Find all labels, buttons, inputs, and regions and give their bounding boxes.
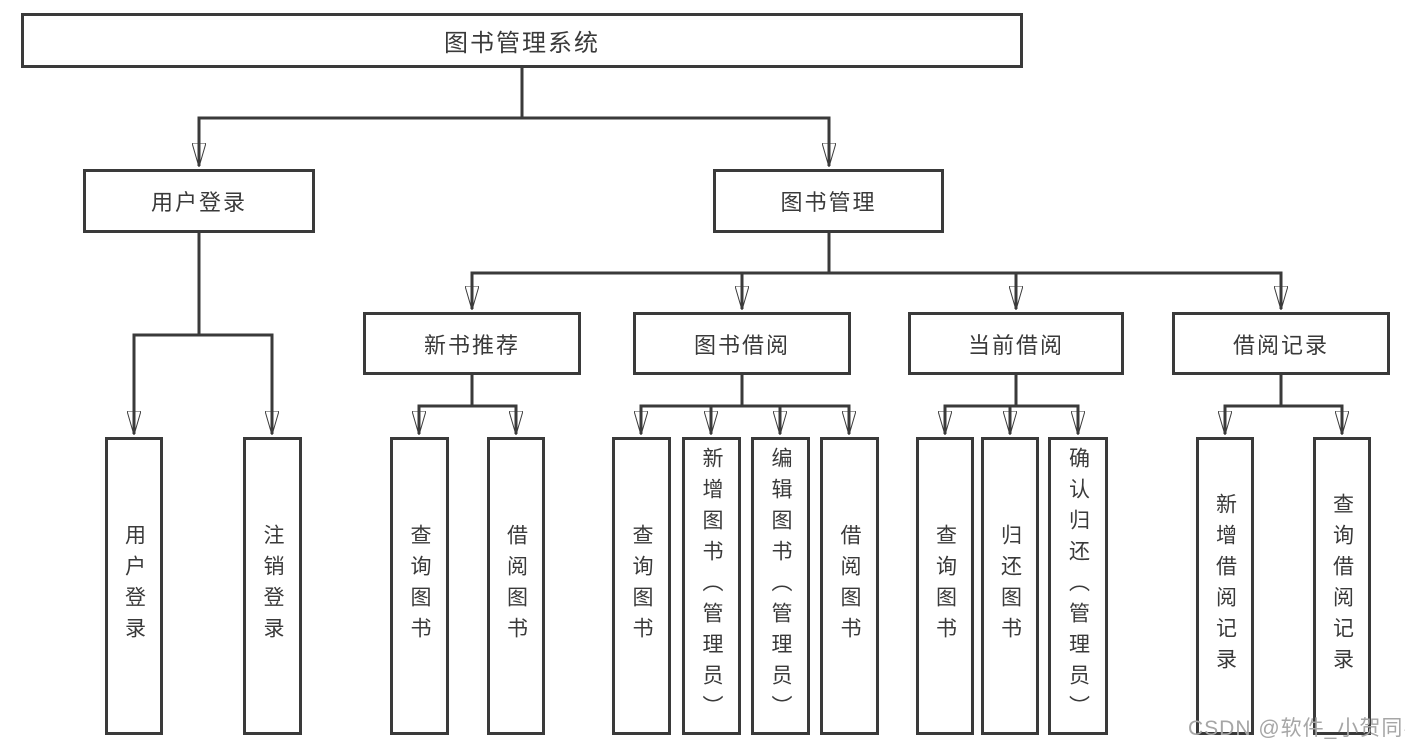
leaf-cb-return-book: 归还图书 [981, 437, 1039, 735]
connector-current-borrow-to-leaves [945, 373, 1078, 434]
leaf-br-query-record: 查询借阅记录 [1313, 437, 1371, 735]
leaf-logout: 注销登录 [243, 437, 302, 735]
leaf-bb-borrow-book: 借阅图书 [820, 437, 879, 735]
node-book-borrow-label: 图书借阅 [693, 332, 790, 358]
leaf-bb-query-book-label: 查询图书 [630, 524, 653, 648]
node-borrow-record-label: 借阅记录 [1232, 332, 1329, 358]
leaf-nb-query-book-label: 查询图书 [408, 524, 431, 648]
leaf-bb-add-book-admin-label: 新增图书（管理员） [700, 446, 723, 726]
node-book-management-label: 图书管理 [780, 190, 877, 215]
node-new-book-recommend: 新书推荐 [363, 312, 581, 375]
node-root-label: 图书管理系统 [444, 30, 600, 57]
leaf-br-add-record-label: 新增借阅记录 [1213, 493, 1237, 679]
connector-borrow-record-to-leaves [1225, 373, 1342, 434]
connector-user-login-to-leaves [134, 231, 272, 434]
connector-root-to-level2 [199, 66, 829, 166]
leaf-nb-borrow-book-label: 借阅图书 [504, 524, 528, 648]
connector-book-borrow-to-leaves [641, 373, 849, 434]
leaf-bb-borrow-book-label: 借阅图书 [838, 524, 861, 648]
leaf-user-login: 用户登录 [105, 437, 163, 735]
node-user-login-label: 用户登录 [150, 190, 247, 215]
leaf-bb-add-book-admin: 新增图书（管理员） [682, 437, 741, 735]
connector-book-mgmt-to-level3 [472, 231, 1281, 309]
node-book-borrow: 图书借阅 [633, 312, 851, 375]
leaf-bb-edit-book-admin-label: 编辑图书（管理员） [769, 446, 792, 726]
leaf-logout-label: 注销登录 [261, 524, 284, 648]
leaf-user-login-label: 用户登录 [122, 524, 146, 648]
node-book-management: 图书管理 [713, 169, 944, 233]
leaf-bb-query-book: 查询图书 [612, 437, 671, 735]
node-current-borrow-label: 当前借阅 [967, 332, 1064, 358]
leaf-br-query-record-label: 查询借阅记录 [1330, 493, 1354, 679]
node-user-login: 用户登录 [83, 169, 315, 233]
leaf-nb-query-book: 查询图书 [390, 437, 449, 735]
connector-new-book-to-leaves [419, 373, 516, 434]
leaf-cb-confirm-return-admin-label: 确认归还（管理员） [1066, 446, 1090, 726]
leaf-nb-borrow-book: 借阅图书 [487, 437, 545, 735]
leaf-cb-return-book-label: 归还图书 [998, 524, 1022, 648]
leaf-bb-edit-book-admin: 编辑图书（管理员） [751, 437, 810, 735]
leaf-br-add-record: 新增借阅记录 [1196, 437, 1254, 735]
leaf-cb-query-book: 查询图书 [916, 437, 974, 735]
node-borrow-record: 借阅记录 [1172, 312, 1390, 375]
node-root: 图书管理系统 [21, 13, 1023, 68]
node-current-borrow: 当前借阅 [908, 312, 1124, 375]
leaf-cb-query-book-label: 查询图书 [933, 524, 957, 648]
leaf-cb-confirm-return-admin: 确认归还（管理员） [1048, 437, 1108, 735]
csdn-watermark: CSDN @软件_小贺同学 [1188, 717, 1405, 740]
node-new-book-recommend-label: 新书推荐 [423, 332, 520, 358]
